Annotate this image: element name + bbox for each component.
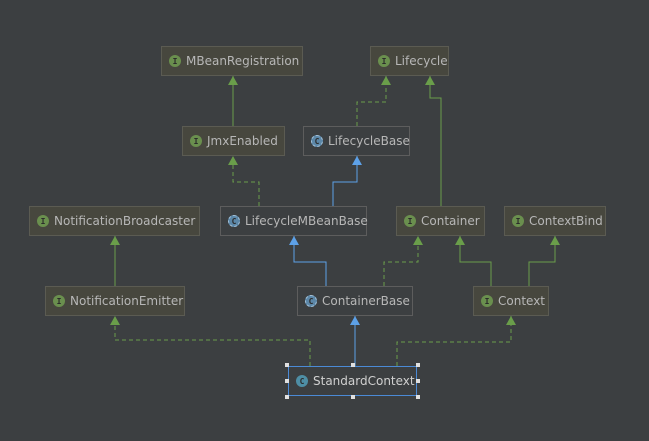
selection-handle[interactable] xyxy=(350,395,355,399)
arrowhead xyxy=(413,236,423,245)
node-contextbind[interactable]: I ContextBind xyxy=(504,206,606,236)
arrowhead xyxy=(110,316,120,325)
abstract-class-icon: C xyxy=(311,135,323,147)
selection-handle[interactable] xyxy=(285,363,289,367)
arrowhead xyxy=(228,76,238,85)
node-jmxenabled[interactable]: I JmxEnabled xyxy=(182,126,285,156)
interface-icon: I xyxy=(190,135,202,147)
interface-icon: I xyxy=(169,55,181,67)
arrowhead xyxy=(506,316,516,325)
selection-handle[interactable] xyxy=(416,363,420,367)
node-lifecyclembeanbase[interactable]: C LifecycleMBeanBase xyxy=(220,206,368,236)
node-lifecycle[interactable]: I Lifecycle xyxy=(370,46,449,76)
node-label: LifecycleMBeanBase xyxy=(245,214,368,228)
interface-icon: I xyxy=(37,215,49,227)
selection-handle[interactable] xyxy=(285,395,289,399)
arrowhead xyxy=(352,156,362,165)
node-notificationemitter[interactable]: I NotificationEmitter xyxy=(45,286,185,316)
node-label: NotificationEmitter xyxy=(70,294,184,308)
arrowhead xyxy=(110,236,120,245)
edge-lcmbean-to-lcbase xyxy=(332,156,358,206)
node-label: JmxEnabled xyxy=(207,134,278,148)
node-notificationbroadcaster[interactable]: I NotificationBroadcaster xyxy=(29,206,200,236)
edge-context-to-container xyxy=(459,236,492,286)
arrowhead xyxy=(425,76,435,85)
node-label: StandardContext xyxy=(313,374,415,388)
interface-icon: I xyxy=(512,215,524,227)
edge-stdctx-to-context xyxy=(396,316,512,366)
selection-handle[interactable] xyxy=(416,379,420,383)
edge-context-to-ctxbind xyxy=(528,236,556,286)
node-lifecyclebase[interactable]: C LifecycleBase xyxy=(303,126,410,156)
interface-icon: I xyxy=(53,295,65,307)
abstract-class-icon: C xyxy=(228,215,240,227)
class-icon: C xyxy=(296,375,308,387)
node-containerbase[interactable]: C ContainerBase xyxy=(297,286,413,316)
node-label: Container xyxy=(421,214,480,228)
arrowhead xyxy=(381,76,391,85)
selection-handle[interactable] xyxy=(285,379,289,383)
node-standardcontext[interactable]: C StandardContext xyxy=(288,366,417,396)
node-context[interactable]: I Context xyxy=(473,286,549,316)
edge-stdctx-to-nemit xyxy=(114,316,311,366)
node-mbeanregistration[interactable]: I MBeanRegistration xyxy=(161,46,303,76)
node-label: Context xyxy=(498,294,546,308)
edge-lcmbean-to-jmx xyxy=(232,156,260,206)
edge-container-to-lifecycle xyxy=(429,76,442,206)
node-label: MBeanRegistration xyxy=(186,54,300,68)
interface-icon: I xyxy=(404,215,416,227)
node-container[interactable]: I Container xyxy=(396,206,485,236)
node-label: NotificationBroadcaster xyxy=(54,214,196,228)
interface-icon: I xyxy=(481,295,493,307)
node-label: Lifecycle xyxy=(395,54,448,68)
edge-lcbase-to-lifecycle xyxy=(356,76,387,126)
node-label: LifecycleBase xyxy=(328,134,410,148)
edge-cbase-to-lcmbean xyxy=(293,236,327,286)
selection-handle[interactable] xyxy=(350,363,355,367)
node-label: ContainerBase xyxy=(322,294,410,308)
arrowhead xyxy=(228,156,238,165)
node-label: ContextBind xyxy=(529,214,603,228)
arrowhead xyxy=(350,316,360,325)
edge-cbase-to-container xyxy=(383,236,419,286)
arrowhead xyxy=(455,236,465,245)
interface-icon: I xyxy=(378,55,390,67)
abstract-class-icon: C xyxy=(305,295,317,307)
selection-handle[interactable] xyxy=(416,395,420,399)
arrowhead xyxy=(550,236,560,245)
arrowhead xyxy=(289,236,299,245)
